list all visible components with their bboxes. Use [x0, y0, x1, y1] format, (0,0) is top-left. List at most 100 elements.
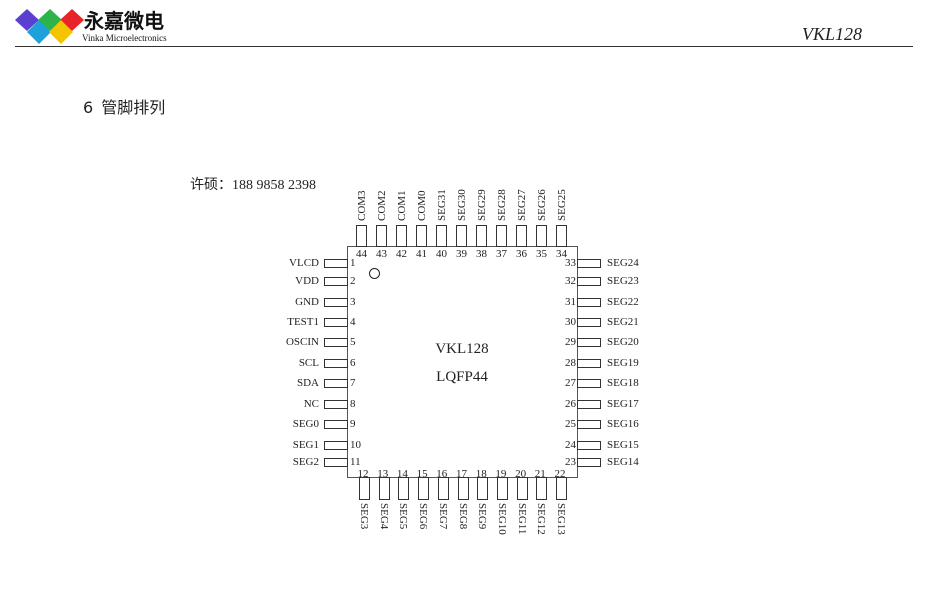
pin-name: SEG17 — [607, 398, 639, 410]
logo-english-name: Vinka Microelectronics — [82, 33, 167, 43]
pin-number: 1 — [350, 257, 356, 269]
pin-lead-left — [324, 420, 348, 429]
pin-name: VLCD — [289, 257, 319, 269]
pin-lead-bottom — [359, 477, 370, 500]
pin-lead-bottom — [556, 477, 567, 500]
pin-name: COM3 — [355, 190, 368, 221]
pin-lead-right — [577, 338, 601, 347]
pin-lead-bottom — [536, 477, 548, 500]
chip-name: VKL128 — [435, 341, 489, 357]
pin-lead-right — [577, 277, 601, 286]
pin-number: 25 — [565, 418, 576, 430]
pin-name: SEG30 — [455, 189, 468, 221]
pin-number: 19 — [495, 468, 507, 480]
pin-name: SEG12 — [535, 503, 548, 535]
chip-body — [347, 246, 578, 478]
pin-lead-left — [324, 458, 348, 467]
pin-name: SEG19 — [607, 357, 639, 369]
pin-number: 20 — [515, 468, 527, 480]
pin-name: NC — [303, 398, 319, 410]
pin-number: 36 — [516, 248, 527, 260]
pin-name: GND — [295, 296, 319, 308]
pin-number: 2 — [350, 275, 356, 287]
logo-chinese-name: 永嘉微电 — [84, 9, 164, 33]
pin-number: 40 — [436, 248, 447, 260]
pin-lead-top — [476, 225, 487, 247]
pin-number: 3 — [350, 296, 356, 308]
pin-name: TEST1 — [287, 316, 319, 328]
pin-name: SEG16 — [607, 418, 639, 430]
header-divider — [15, 46, 913, 47]
section-title: 管脚排列 — [101, 98, 166, 117]
pin-number: 5 — [350, 336, 356, 348]
pin-lead-bottom — [477, 477, 489, 500]
pin-lead-top — [556, 225, 567, 247]
pin-name: SEG22 — [607, 296, 639, 308]
pin-number: 32 — [565, 275, 576, 287]
pin-lead-left — [324, 318, 348, 327]
pin-lead-top — [396, 225, 407, 247]
pin-lead-bottom — [496, 477, 508, 500]
pin-name: SEG0 — [292, 418, 319, 430]
pin-number: 31 — [565, 296, 576, 308]
pin-lead-top — [376, 225, 387, 247]
pin-lead-left — [324, 277, 348, 286]
logo-diamond-yellow — [49, 20, 73, 44]
pin-lead-left — [324, 379, 348, 388]
pin-name: SEG7 — [436, 503, 449, 530]
document-title: VKL128 — [802, 24, 863, 44]
pin-lead-right — [577, 441, 601, 450]
pin-name: SEG11 — [515, 503, 528, 535]
pin-lead-left — [324, 298, 348, 307]
section-heading: 6 管脚排列 — [83, 98, 165, 118]
pin-name: SEG3 — [358, 503, 370, 530]
pin-number: 27 — [565, 377, 576, 389]
pin-number: 42 — [396, 248, 407, 260]
pin-lead-right — [577, 298, 601, 307]
pin-number: 24 — [565, 439, 576, 451]
pin-lead-top — [516, 225, 527, 247]
pin-number: 38 — [476, 248, 487, 260]
pin-name: SEG8 — [456, 503, 469, 530]
pin-name: SEG10 — [495, 503, 508, 535]
pin-number: 12 — [357, 468, 369, 480]
pin1-indicator-circle — [369, 268, 380, 279]
pin-number: 17 — [456, 468, 467, 480]
pin-lead-left — [324, 400, 348, 409]
pin-name: SEG29 — [475, 189, 488, 221]
pin-number: 9 — [350, 418, 356, 430]
pin-lead-left — [324, 338, 348, 347]
pin-lead-top — [536, 225, 547, 247]
pin-name: SEG24 — [607, 257, 639, 269]
pin-number: 8 — [350, 398, 356, 410]
pin-lead-left — [324, 441, 348, 450]
pin-number: 11 — [350, 456, 361, 468]
pin-name: SEG6 — [417, 503, 430, 530]
pin-number: 30 — [565, 316, 576, 328]
pin-name: SEG4 — [377, 503, 390, 530]
pin-lead-right — [577, 420, 601, 429]
pin-name: SEG25 — [555, 189, 568, 221]
pin-number: 18 — [475, 468, 487, 480]
pin-number: 21 — [534, 468, 546, 480]
pin-name: SEG18 — [607, 377, 639, 389]
pin-lead-right — [577, 259, 601, 268]
pin-number: 43 — [376, 248, 387, 260]
pin-number: 6 — [350, 357, 356, 369]
pin-lead-top — [356, 225, 367, 247]
pin-number: 15 — [416, 468, 428, 480]
pin-lead-top — [436, 225, 447, 247]
pin-name: SEG1 — [292, 439, 319, 451]
pin-name: COM1 — [395, 190, 408, 221]
pin-number: 14 — [396, 468, 408, 480]
pin-number: 4 — [350, 316, 356, 328]
pin-lead-right — [577, 400, 601, 409]
pin-name: SEG5 — [397, 503, 410, 530]
section-number: 6 — [83, 98, 94, 117]
pin-name: SEG27 — [515, 189, 528, 221]
pin-number: 22 — [554, 468, 566, 480]
pin-number: 39 — [456, 248, 467, 260]
chip-package: LQFP44 — [436, 369, 488, 385]
pin-name: SEG26 — [535, 189, 548, 221]
pin-name: SEG23 — [607, 275, 639, 287]
